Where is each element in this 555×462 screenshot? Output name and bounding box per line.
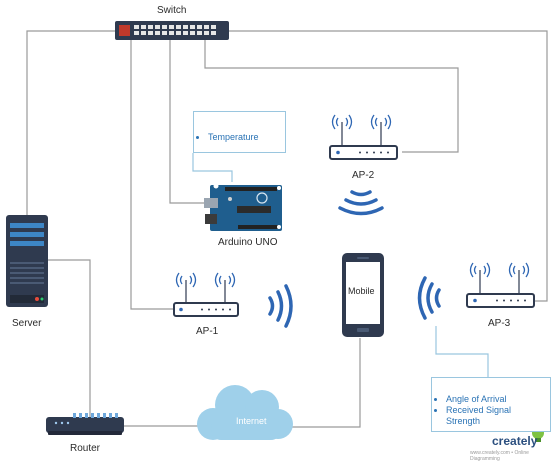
ap1-label: AP-1 — [196, 326, 219, 337]
mobile-label: Mobile — [348, 286, 375, 296]
link-internet-mobile — [288, 338, 361, 428]
temperature-item: Temperature — [208, 132, 285, 143]
link-switch-ap2 — [204, 40, 459, 153]
ap2-label: AP-2 — [352, 170, 375, 181]
server-device[interactable] — [6, 215, 48, 307]
wifi-waves-ap2 — [338, 190, 384, 216]
router-label: Router — [70, 443, 101, 454]
received-signal-strength-item: Received Signal Strength — [446, 405, 526, 427]
temperature-callout: Temperature — [193, 111, 286, 153]
creately-logo: creately — [492, 434, 538, 448]
localization-list: Angle of Arrival Received Signal Strengt… — [432, 394, 550, 427]
ap3-label: AP-3 — [488, 318, 511, 329]
mobile-device[interactable] — [342, 253, 384, 337]
connector-lines — [26, 30, 548, 428]
link-switch-ap3 — [228, 30, 548, 302]
link-aoa-ap3 — [435, 326, 489, 377]
internet-label: Internet — [236, 416, 267, 426]
link-switch-server — [26, 30, 115, 215]
switch-device[interactable] — [115, 21, 229, 40]
switch-ports — [134, 25, 216, 35]
angle-of-arrival-item: Angle of Arrival — [446, 394, 550, 405]
arduino-board[interactable] — [204, 183, 282, 232]
switch-label: Switch — [157, 5, 187, 16]
server-label: Server — [12, 318, 42, 329]
link-switch-arduino — [169, 40, 210, 204]
router-device[interactable] — [46, 413, 124, 435]
internet-cloud[interactable] — [197, 385, 293, 440]
temperature-list: Temperature — [194, 132, 285, 143]
wifi-waves-ap3 — [417, 276, 441, 320]
ap3-device[interactable] — [466, 262, 535, 308]
link-switch-ap1 — [130, 40, 174, 310]
creately-tagline: www.creately.com • Online Diagramming — [470, 450, 529, 462]
ap2-device[interactable] — [329, 114, 398, 160]
wifi-waves-ap1 — [268, 284, 293, 328]
arduino-label: Arduino UNO — [218, 237, 278, 248]
localization-callout: Angle of Arrival Received Signal Strengt… — [431, 377, 551, 432]
ap1-device[interactable] — [173, 272, 239, 317]
link-temperature-arduino — [192, 153, 233, 182]
